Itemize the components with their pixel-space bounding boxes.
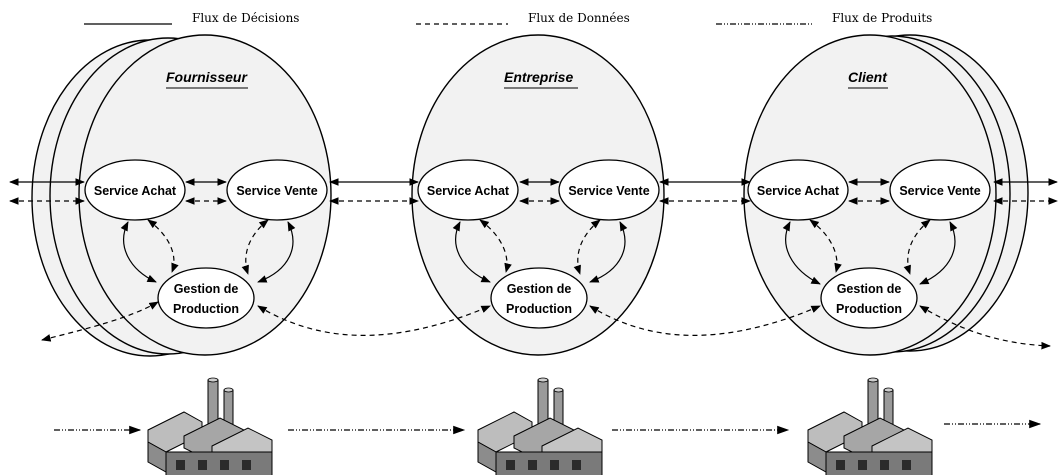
horizontal-flows <box>9 178 1058 205</box>
legend-decision-label: Flux de Décisions <box>192 11 299 25</box>
enterprise-nodes: Service Achat Service Vente Gestion de P… <box>417 159 660 329</box>
organization-title: Entreprise <box>504 69 573 85</box>
production-node <box>820 267 918 329</box>
factory-icon <box>477 377 603 475</box>
sales-node <box>558 159 660 221</box>
purchasing-node <box>417 159 519 221</box>
purchasing-label: Service Achat <box>757 184 840 198</box>
sales-label: Service Vente <box>236 184 317 198</box>
client-nodes: Service Achat Service Vente Gestion de P… <box>747 159 991 329</box>
organization-title: Fournisseur <box>166 69 248 85</box>
product-flows <box>54 419 1042 435</box>
production-label-line2: Production <box>173 302 239 316</box>
sales-node <box>889 159 991 221</box>
sales-label: Service Vente <box>899 184 980 198</box>
production-label-line1: Gestion de <box>174 282 239 296</box>
factory-icon <box>807 377 933 475</box>
sales-node <box>226 159 328 221</box>
purchasing-label: Service Achat <box>427 184 510 198</box>
purchasing-node <box>84 159 186 221</box>
factory-icon <box>147 377 273 475</box>
purchasing-label: Service Achat <box>94 184 177 198</box>
organization-title: Client <box>848 69 888 85</box>
production-label-line1: Gestion de <box>837 282 902 296</box>
supplier-nodes: Service Achat Service Vente Gestion de P… <box>84 159 328 329</box>
sales-label: Service Vente <box>568 184 649 198</box>
purchasing-node <box>747 159 849 221</box>
legend-data-label: Flux de Données <box>528 11 630 25</box>
production-label-line2: Production <box>836 302 902 316</box>
production-node <box>490 267 588 329</box>
legend-product-label: Flux de Produits <box>832 11 932 25</box>
production-data-flows <box>41 301 1051 350</box>
production-label-line1: Gestion de <box>507 282 572 296</box>
production-label-line2: Production <box>506 302 572 316</box>
internal-flows <box>120 219 958 285</box>
production-node <box>157 267 255 329</box>
